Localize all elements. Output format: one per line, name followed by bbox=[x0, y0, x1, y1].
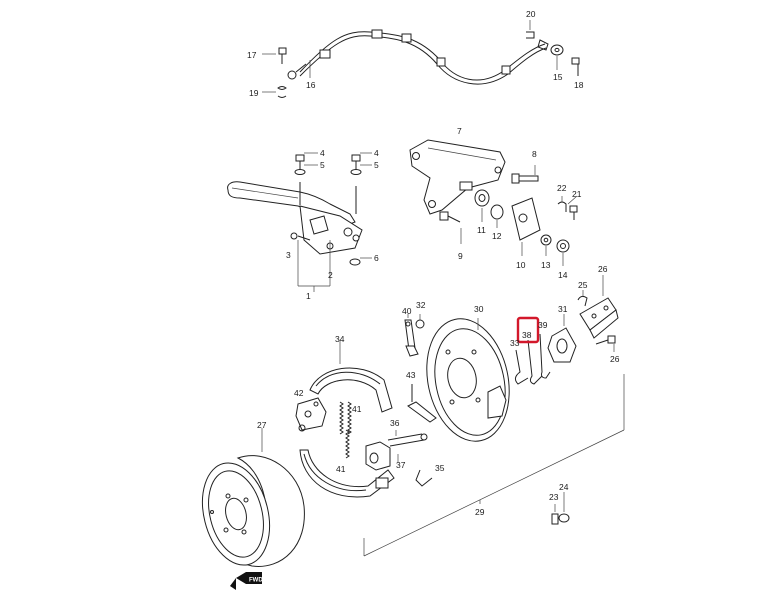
adjuster-31 bbox=[547, 314, 577, 363]
label-3[interactable]: 3 bbox=[286, 250, 291, 260]
label-32[interactable]: 32 bbox=[416, 300, 426, 310]
brake-shoe-upper-34 bbox=[309, 340, 393, 413]
label-41a[interactable]: 41 bbox=[352, 404, 362, 414]
label-27[interactable]: 27 bbox=[257, 420, 267, 430]
washer-15 bbox=[550, 44, 564, 70]
brake-drum-27 bbox=[201, 428, 305, 567]
parking-brake-cable bbox=[287, 29, 549, 85]
label-16[interactable]: 16 bbox=[306, 80, 316, 90]
spring-41-lower bbox=[345, 429, 350, 459]
bolt-9 bbox=[439, 211, 462, 244]
label-20[interactable]: 20 bbox=[526, 9, 536, 19]
label-37[interactable]: 37 bbox=[396, 460, 406, 470]
bolt-18 bbox=[571, 57, 580, 76]
label-30[interactable]: 30 bbox=[474, 304, 484, 314]
label-2[interactable]: 2 bbox=[328, 270, 333, 280]
label-6[interactable]: 6 bbox=[374, 253, 379, 263]
hook-35 bbox=[415, 469, 433, 487]
spring-41-upper bbox=[339, 401, 352, 435]
bolt-21 bbox=[567, 195, 578, 220]
label-42[interactable]: 42 bbox=[294, 388, 304, 398]
label-40[interactable]: 40 bbox=[402, 306, 412, 316]
label-11[interactable]: 11 bbox=[477, 225, 486, 235]
label-19[interactable]: 19 bbox=[249, 88, 259, 98]
clip-20 bbox=[526, 20, 535, 39]
label-35[interactable]: 35 bbox=[435, 463, 445, 473]
spring-33 bbox=[514, 349, 529, 385]
label-12[interactable]: 12 bbox=[492, 231, 502, 241]
bolt-17 bbox=[262, 47, 287, 64]
label-34[interactable]: 34 bbox=[335, 334, 345, 344]
label-31[interactable]: 31 bbox=[558, 304, 568, 314]
label-39[interactable]: 39 bbox=[538, 320, 548, 330]
bushing-12 bbox=[490, 204, 504, 228]
part-labels: 20 17 19 16 15 18 4 5 4 5 6 3 2 1 7 8 9 … bbox=[247, 9, 620, 517]
leader-lines-1-2-3 bbox=[297, 240, 331, 292]
nut-32 bbox=[415, 314, 425, 329]
bolt-26b bbox=[595, 335, 616, 352]
link-40 bbox=[404, 314, 419, 357]
label-5a[interactable]: 5 bbox=[320, 160, 325, 170]
bracket-7 bbox=[409, 139, 506, 215]
label-9[interactable]: 9 bbox=[458, 251, 463, 261]
label-15[interactable]: 15 bbox=[553, 72, 563, 82]
parking-brake-lever bbox=[227, 181, 363, 255]
label-14[interactable]: 14 bbox=[558, 270, 568, 280]
label-5b[interactable]: 5 bbox=[374, 160, 379, 170]
label-7[interactable]: 7 bbox=[457, 126, 462, 136]
label-4a[interactable]: 4 bbox=[320, 148, 325, 158]
label-10[interactable]: 10 bbox=[516, 260, 526, 270]
label-13[interactable]: 13 bbox=[541, 260, 551, 270]
assembly-bracket-29 bbox=[363, 374, 625, 557]
brake-shoe-lower bbox=[299, 449, 395, 498]
label-38[interactable]: 38 bbox=[522, 330, 532, 340]
fwd-text: FWD bbox=[249, 578, 263, 584]
clip-25 bbox=[577, 290, 588, 307]
label-1[interactable]: 1 bbox=[306, 291, 311, 301]
bracket-26 bbox=[579, 275, 619, 339]
lever-43 bbox=[407, 384, 437, 423]
washer-13 bbox=[540, 234, 552, 256]
label-23[interactable]: 23 bbox=[549, 492, 559, 502]
washer-14 bbox=[556, 239, 570, 266]
adjuster-36-37 bbox=[365, 430, 428, 471]
bolt-8 bbox=[511, 165, 539, 184]
label-8[interactable]: 8 bbox=[532, 149, 537, 159]
label-43[interactable]: 43 bbox=[406, 370, 416, 380]
clip-19 bbox=[262, 86, 287, 98]
label-26b[interactable]: 26 bbox=[610, 354, 620, 364]
wheel-cylinder-42 bbox=[295, 397, 327, 432]
label-36[interactable]: 36 bbox=[390, 418, 400, 428]
bolts-4-5 bbox=[294, 152, 372, 175]
nut-6 bbox=[349, 257, 372, 266]
label-29[interactable]: 29 bbox=[475, 507, 485, 517]
label-4b[interactable]: 4 bbox=[374, 148, 379, 158]
bushing-11 bbox=[474, 189, 490, 222]
label-18[interactable]: 18 bbox=[574, 80, 584, 90]
spring-39 bbox=[539, 333, 551, 379]
label-21[interactable]: 21 bbox=[572, 189, 582, 199]
plate-10 bbox=[511, 197, 541, 256]
label-41b[interactable]: 41 bbox=[336, 464, 346, 474]
highlight-box-part-38[interactable] bbox=[516, 316, 540, 344]
label-17[interactable]: 17 bbox=[247, 50, 257, 60]
bleeder-23-24 bbox=[551, 492, 570, 525]
label-26a[interactable]: 26 bbox=[598, 264, 608, 274]
label-24[interactable]: 24 bbox=[559, 482, 569, 492]
clip-22 bbox=[557, 196, 567, 212]
spring-38 bbox=[527, 339, 543, 385]
label-25[interactable]: 25 bbox=[578, 280, 588, 290]
label-33[interactable]: 33 bbox=[510, 338, 520, 348]
brake-backing-plate-30 bbox=[426, 318, 510, 442]
fwd-direction-arrow: FWD bbox=[230, 572, 263, 590]
label-22[interactable]: 22 bbox=[557, 183, 567, 193]
